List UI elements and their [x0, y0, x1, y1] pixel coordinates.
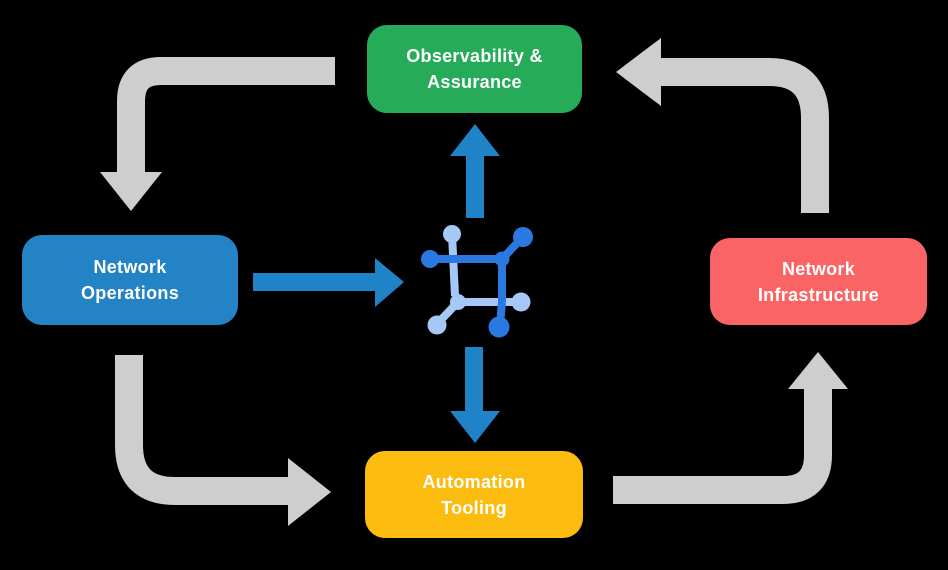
- arrow-shaft: [613, 389, 832, 504]
- arrow-automation-to-infrastructure: [613, 352, 848, 504]
- hub-node-light: [450, 294, 466, 310]
- arrow-infrastructure-to-observability: [616, 38, 829, 213]
- arrow-shaft: [661, 58, 829, 213]
- node-label-line1: Network: [781, 258, 856, 279]
- hub-link-light: [448, 233, 459, 297]
- arrow-shaft: [253, 273, 375, 291]
- arrowhead-down-icon: [450, 411, 500, 443]
- arrow-shaft: [117, 57, 335, 172]
- node-label-line1: Network: [93, 257, 167, 277]
- hub-node-dark: [494, 251, 510, 267]
- node-label-line1: Observability &: [406, 46, 543, 66]
- node-network-infrastructure: Network Infrastructure: [710, 238, 927, 325]
- arrow-shaft: [115, 355, 288, 505]
- arrowhead-left-icon: [616, 38, 661, 106]
- node-label-line2: Tooling: [441, 497, 507, 518]
- arrow-observability-to-operations: [100, 57, 335, 211]
- arrowhead-up-icon: [450, 124, 500, 156]
- hub-node-light: [427, 315, 447, 335]
- hub-node-light: [443, 225, 461, 243]
- arrow-shaft: [466, 154, 484, 218]
- hub-node-light: [511, 292, 531, 312]
- arrowhead-right-icon: [375, 258, 404, 307]
- arrow-hub-to-automation: [450, 347, 500, 443]
- arrow-operations-to-automation: [115, 355, 331, 526]
- node-label-line2: Assurance: [427, 72, 522, 92]
- arrowhead-up-icon: [788, 352, 848, 389]
- network-hub-icon: [421, 225, 533, 338]
- hub-node-dark: [513, 227, 533, 247]
- node-automation-tooling: Automation Tooling: [365, 451, 583, 538]
- arrow-operations-to-hub: [253, 258, 404, 307]
- node-network-operations: Network Operations: [22, 235, 238, 325]
- node-observability-assurance: Observability & Assurance: [367, 25, 582, 113]
- node-label-line2: Infrastructure: [757, 284, 880, 305]
- node-label-line2: Operations: [80, 283, 180, 303]
- arrow-hub-to-observability: [450, 124, 500, 218]
- arrowhead-down-icon: [100, 172, 162, 211]
- node-label-line1: Automation: [422, 471, 526, 492]
- hub-node-dark: [421, 250, 439, 268]
- arrowhead-right-icon: [288, 458, 331, 526]
- arrow-shaft: [465, 347, 483, 413]
- hub-node-dark: [488, 316, 510, 338]
